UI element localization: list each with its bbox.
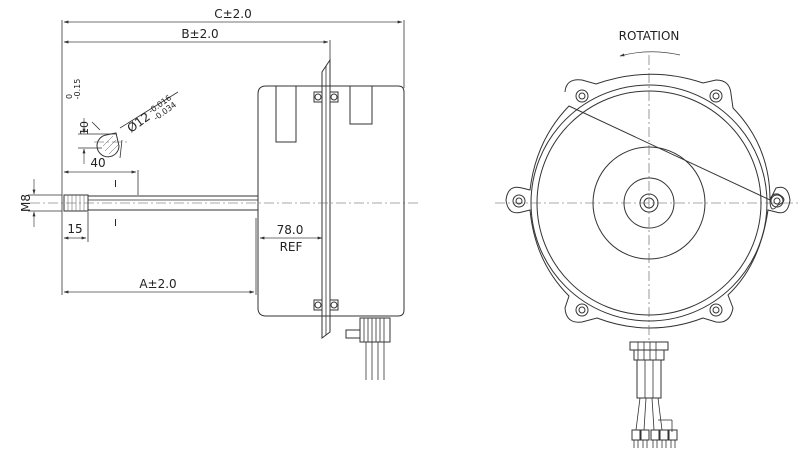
shaft-diameter-label: Ø12 xyxy=(125,110,153,136)
lead-wires xyxy=(635,397,673,432)
flat-depth-label: 10 xyxy=(78,121,91,135)
motor-bracket-left xyxy=(275,86,297,143)
mounting-holes xyxy=(512,89,784,317)
dim-c-label: C±2.0 xyxy=(214,7,252,21)
rotation-arrow xyxy=(619,51,681,57)
shaft-mark-top: I xyxy=(114,179,117,190)
side-cable-gland xyxy=(345,317,391,380)
thread-size-label: M8 xyxy=(19,194,33,212)
rotation-label: ROTATION xyxy=(619,29,680,43)
wire-terminals xyxy=(631,429,678,448)
dim-a-label: A±2.0 xyxy=(139,277,176,291)
front-view: ROTATION xyxy=(495,29,800,448)
dim-thread-length-label: 15 xyxy=(67,222,82,236)
flat-depth-tol-lower: -0.15 xyxy=(73,79,82,100)
flange-plate xyxy=(321,58,331,339)
dim-body-value: 78.0 xyxy=(277,223,304,237)
bottom-bolt xyxy=(313,299,339,311)
dim-flat-label: 40 xyxy=(90,156,105,170)
flat-depth-tol-upper: 0 xyxy=(65,94,74,99)
dim-b-label: B±2.0 xyxy=(181,27,218,41)
shaft-section-detail xyxy=(78,91,179,159)
front-flange-outline xyxy=(505,73,791,329)
side-view: C±2.0 B±2.0 A±2.0 78.0 xyxy=(19,7,420,380)
motor-body xyxy=(257,85,405,317)
motor-bracket-right xyxy=(349,86,373,125)
dim-body-note: REF xyxy=(280,240,303,254)
front-cable-gland xyxy=(629,341,669,399)
top-bolt xyxy=(313,91,339,103)
shaft-mark-bottom: I xyxy=(114,218,117,229)
